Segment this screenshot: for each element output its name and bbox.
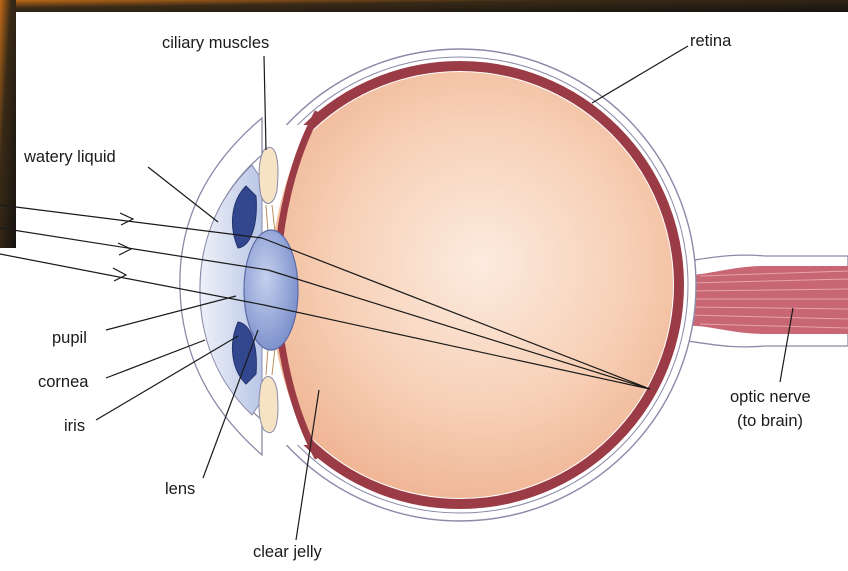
lens [244, 230, 298, 350]
label-retina: retina [690, 32, 732, 50]
label-iris: iris [64, 417, 85, 435]
label-watery-liquid: watery liquid [23, 148, 116, 166]
slide-background-top [0, 0, 848, 12]
slide-background-left [0, 0, 16, 248]
label-optic-nerve-sub: (to brain) [737, 412, 803, 430]
vitreous-humour [247, 72, 673, 498]
label-clear-jelly: clear jelly [253, 543, 323, 561]
label-pupil: pupil [52, 329, 87, 347]
label-cornea: cornea [38, 373, 89, 391]
label-ciliary-muscles: ciliary muscles [162, 34, 269, 52]
label-optic-nerve: optic nerve [730, 388, 811, 406]
label-lens: lens [165, 480, 195, 498]
